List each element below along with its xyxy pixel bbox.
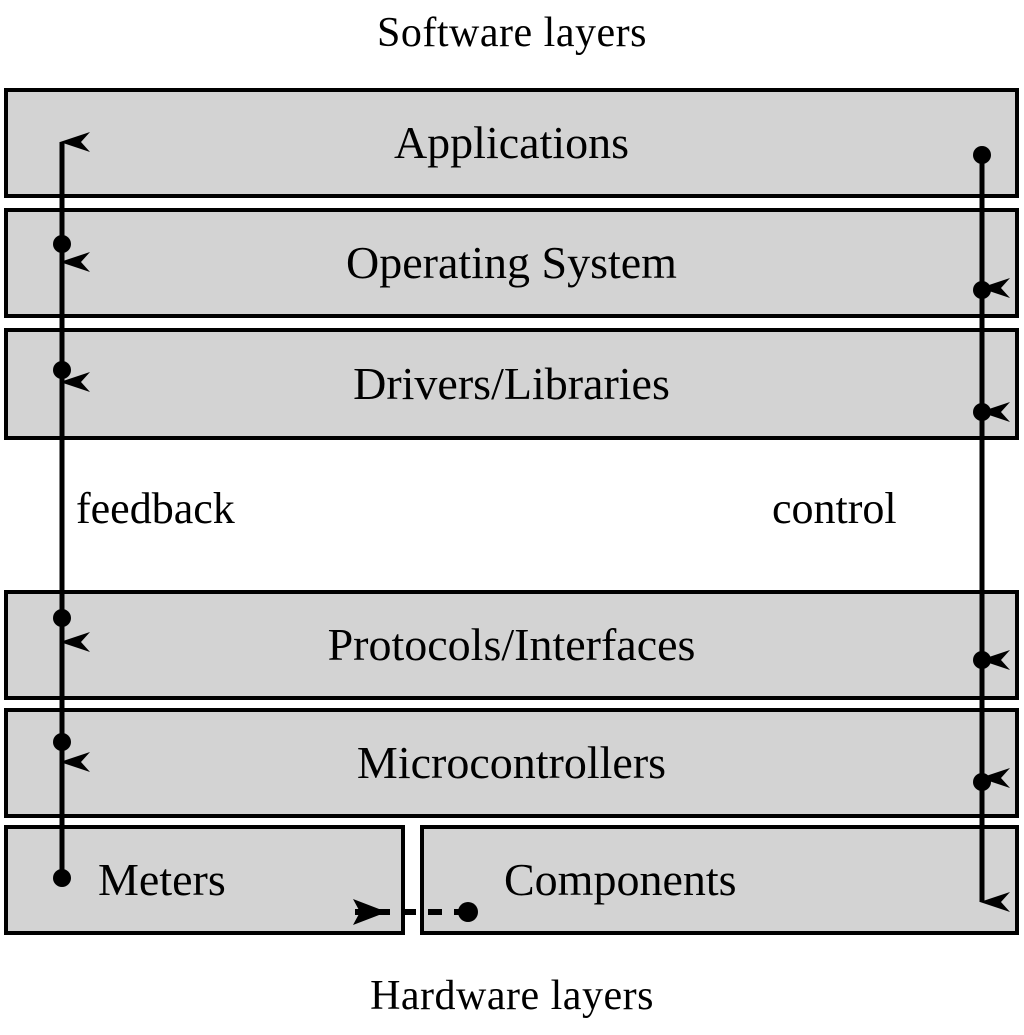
sense-source-dot-components: [458, 902, 478, 922]
feedback-dot-operating-system: [53, 235, 71, 253]
software-layers-caption: Software layers: [377, 10, 647, 56]
feedback-dot-drivers: [53, 361, 71, 379]
layer-box-operating-system[interactable]: Operating System: [4, 208, 1019, 318]
layer-box-drivers-libraries[interactable]: Drivers/Libraries: [4, 328, 1019, 440]
layer-label-protocols-interfaces: Protocols/Interfaces: [327, 619, 696, 670]
control-dot-operating-system: [973, 281, 991, 299]
flow-label-feedback: feedback: [76, 484, 235, 533]
layer-label-microcontrollers: Microcontrollers: [356, 737, 667, 788]
feedback-dot-microcontrollers: [53, 733, 71, 751]
layer-label-drivers-libraries: Drivers/Libraries: [353, 358, 670, 409]
layer-box-protocols-interfaces[interactable]: Protocols/Interfaces: [4, 590, 1019, 700]
hardware-layers-caption: Hardware layers: [370, 973, 654, 1019]
feedback-source-dot-meters: [53, 869, 71, 887]
sense-flow-group: [353, 899, 478, 925]
layer-box-components[interactable]: Components: [420, 825, 1019, 935]
layer-box-microcontrollers[interactable]: Microcontrollers: [4, 708, 1019, 818]
layer-box-applications[interactable]: Applications: [4, 88, 1019, 198]
control-dot-microcontrollers: [973, 773, 991, 791]
layer-box-meters[interactable]: Meters: [4, 825, 405, 935]
control-source-dot-applications: [973, 146, 991, 164]
feedback-dot-protocols: [53, 609, 71, 627]
flow-label-control: control: [772, 484, 897, 533]
feedback-flow-group: [53, 132, 90, 887]
layer-label-components: Components: [504, 854, 737, 905]
layer-label-applications: Applications: [393, 117, 630, 168]
control-dot-protocols: [973, 651, 991, 669]
control-flow-group: [973, 146, 1010, 912]
layer-label-meters: Meters: [98, 854, 226, 905]
layer-label-operating-system: Operating System: [346, 237, 677, 288]
control-dot-drivers: [973, 403, 991, 421]
